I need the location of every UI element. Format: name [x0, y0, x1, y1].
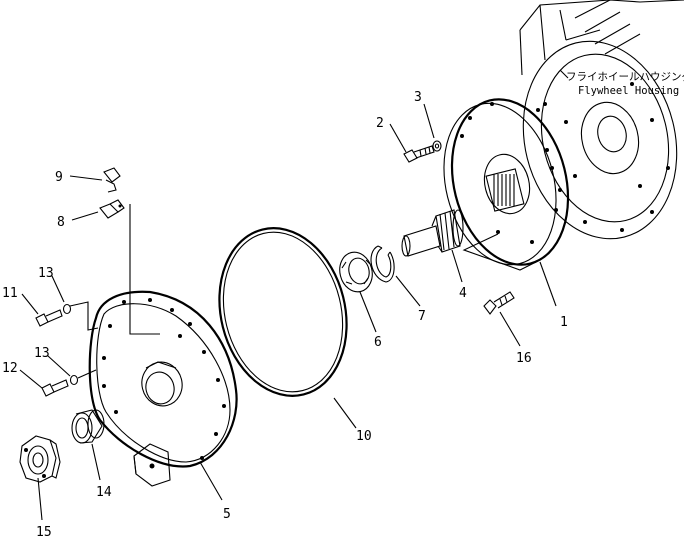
callout-10: 10 — [356, 429, 372, 444]
bolt-part-16 — [483, 291, 515, 315]
bolt-part-11 — [35, 309, 63, 327]
callout-15: 15 — [36, 525, 52, 538]
callout-leaders — [19, 103, 557, 521]
leader-line-8 — [129, 204, 160, 335]
callout-4: 4 — [459, 286, 467, 301]
flywheel-housing — [519, 0, 684, 240]
bolt-part-2 — [403, 145, 435, 163]
callout-13-upper: 13 — [38, 266, 54, 281]
washer-part-3 — [432, 140, 442, 152]
bushing-part-14 — [71, 409, 105, 444]
callout-2: 2 — [376, 116, 384, 131]
flange-part-15 — [19, 435, 61, 483]
callout-7: 7 — [418, 309, 426, 324]
callout-14: 14 — [96, 485, 112, 500]
o-ring-part-10 — [218, 227, 348, 397]
bearing-part-6 — [339, 251, 373, 293]
cover-part-5 — [88, 290, 238, 487]
washer-part-13-upper — [62, 303, 72, 315]
plug-part-9 — [103, 167, 121, 193]
callout-16: 16 — [516, 351, 532, 366]
callout-11: 11 — [2, 286, 18, 301]
callout-6: 6 — [374, 335, 382, 350]
callout-9: 9 — [55, 170, 63, 185]
callout-1: 1 — [560, 315, 568, 330]
leader-line-13-upper — [69, 301, 99, 331]
callout-12: 12 — [2, 361, 18, 376]
housing-japanese-label: フライホイールハウジング — [566, 70, 684, 83]
callout-3: 3 — [414, 90, 422, 105]
callout-5: 5 — [223, 507, 231, 522]
callout-13-lower: 13 — [34, 346, 50, 361]
elbow-fitting-part-8 — [99, 199, 125, 219]
callout-8: 8 — [57, 215, 65, 230]
flywheel-part-1 — [443, 98, 570, 271]
housing-english-label: Flywheel Housing — [578, 85, 679, 97]
shaft-part-4 — [401, 209, 464, 257]
snap-ring-part-7 — [370, 245, 395, 283]
leader-line-13-lower — [77, 369, 97, 379]
bolt-part-12 — [41, 379, 69, 397]
washer-part-13-lower — [69, 374, 79, 386]
